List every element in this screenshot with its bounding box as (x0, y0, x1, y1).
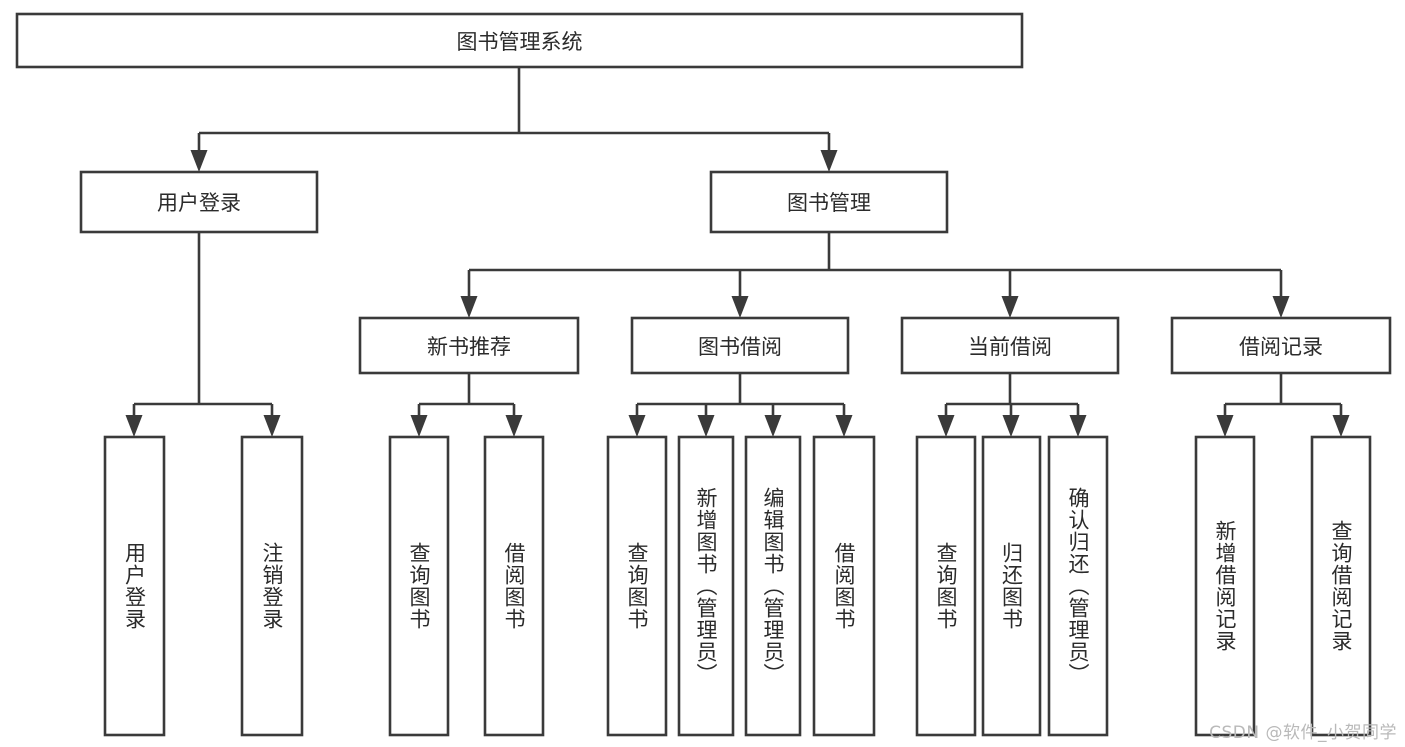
box-leaf-add-book-admin[interactable] (677, 435, 735, 737)
box-leaf-query-book-2[interactable] (606, 435, 668, 737)
box-borrow-record[interactable] (1170, 316, 1392, 375)
arrow-head-icon (1216, 415, 1234, 437)
arrow-head-icon (1001, 296, 1019, 318)
arrow-head-icon (1069, 415, 1087, 437)
connector-bus-current-borrow (937, 373, 1087, 437)
connector-bus-book-borrow (628, 373, 853, 437)
box-leaf-borrow-book-2[interactable] (812, 435, 876, 737)
box-leaf-return-book[interactable] (981, 435, 1042, 737)
box-book-borrow[interactable] (630, 316, 850, 375)
arrow-head-icon (937, 415, 955, 437)
box-leaf-query-borrow-record[interactable] (1310, 435, 1372, 737)
arrow-head-icon (697, 415, 715, 437)
connector-bus-book-manage (460, 232, 1290, 318)
box-leaf-edit-book-admin[interactable] (744, 435, 802, 737)
connector-bus-user-login (125, 232, 281, 437)
connector-bus-new-book (410, 373, 523, 437)
boxes-layer (15, 12, 1392, 737)
box-leaf-confirm-return-admin[interactable] (1047, 435, 1109, 737)
arrow-head-icon (125, 415, 143, 437)
box-leaf-add-borrow-record[interactable] (1194, 435, 1256, 737)
box-current-borrow[interactable] (900, 316, 1120, 375)
box-user-login[interactable] (79, 170, 319, 234)
arrow-head-icon (190, 150, 208, 172)
arrow-head-icon (410, 415, 428, 437)
arrow-head-icon (505, 415, 523, 437)
box-leaf-query-book-3[interactable] (915, 435, 977, 737)
box-leaf-query-book-1[interactable] (388, 435, 450, 737)
arrow-head-icon (1272, 296, 1290, 318)
box-leaf-user-login[interactable] (103, 435, 166, 737)
box-root[interactable] (15, 12, 1024, 69)
box-book-manage[interactable] (709, 170, 949, 234)
arrow-head-icon (263, 415, 281, 437)
connector-bus-borrow-record (1216, 373, 1350, 437)
connectors-layer (125, 67, 1350, 437)
arrow-head-icon (460, 296, 478, 318)
arrow-head-icon (1002, 415, 1020, 437)
box-leaf-borrow-book-1[interactable] (483, 435, 545, 737)
connector-bus-root (190, 67, 838, 172)
box-new-book-recommend[interactable] (358, 316, 580, 375)
arrow-head-icon (764, 415, 782, 437)
arrow-head-icon (628, 415, 646, 437)
arrow-head-icon (820, 150, 838, 172)
box-leaf-logout[interactable] (240, 435, 304, 737)
arrow-head-icon (1332, 415, 1350, 437)
arrow-head-icon (835, 415, 853, 437)
arrow-head-icon (731, 296, 749, 318)
